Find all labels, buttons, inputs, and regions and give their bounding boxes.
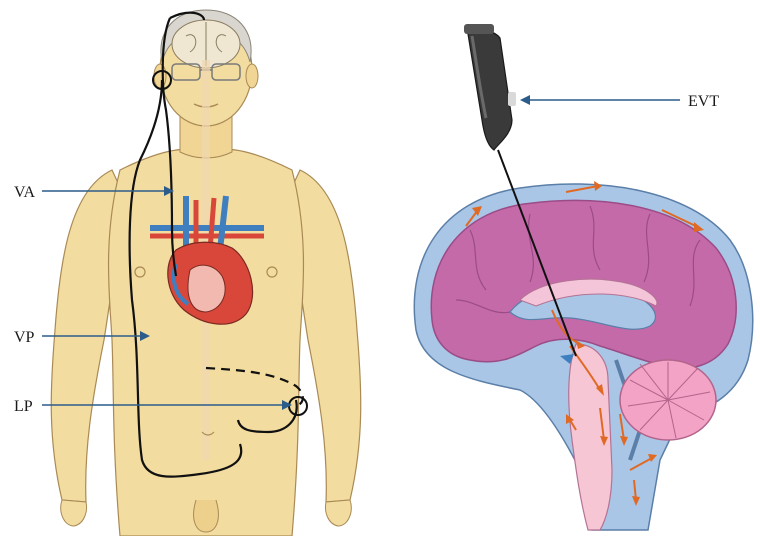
- label-va: VA: [14, 184, 35, 201]
- cerebellum: [620, 360, 716, 440]
- label-lp: LP: [14, 398, 33, 415]
- label-vp: VP: [14, 329, 35, 346]
- label-evt: EVT: [688, 93, 719, 110]
- brain-sagittal: EVT: [414, 24, 752, 530]
